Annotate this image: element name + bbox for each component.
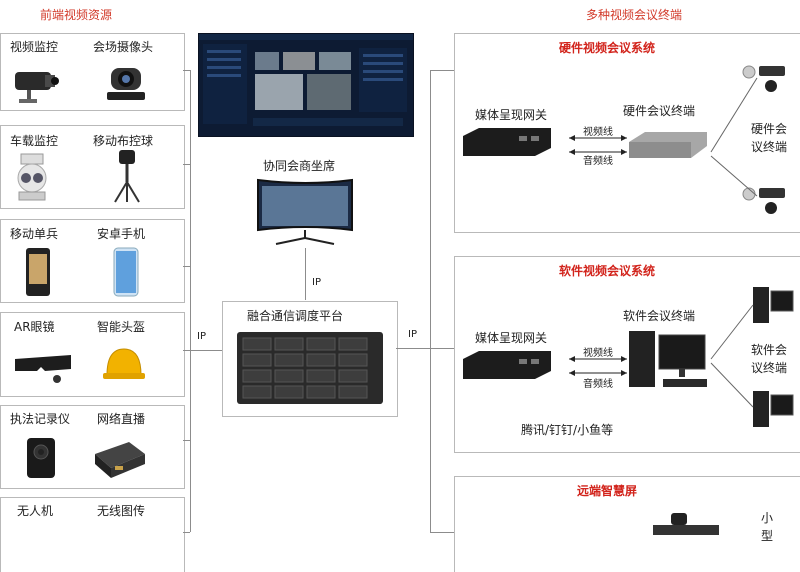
left-bus-line <box>190 70 191 532</box>
device-label-body-camera: 执法记录仪 <box>10 412 71 426</box>
connector <box>183 532 190 533</box>
right-bus-line <box>430 70 431 532</box>
smart-side-label-2: 型 <box>761 529 774 543</box>
connector <box>430 70 454 71</box>
hardware-endpoint-top-icon <box>741 62 800 94</box>
hardware-title: 硬件视频会议系统 <box>559 41 656 55</box>
device-label-mobile-soldier: 移动单兵 <box>10 227 59 241</box>
handheld-terminal-icon <box>23 246 53 298</box>
device-card-3: 移动单兵 安卓手机 <box>0 219 185 303</box>
software-gateway-label: 媒体呈现网关 <box>475 331 548 345</box>
device-label-wireless-transmission: 无线图传 <box>97 504 146 518</box>
software-fanout-lines <box>710 304 754 408</box>
device-card-6: 无人机 无线图传 <box>0 497 185 572</box>
smart-screen-device-icon <box>651 511 721 539</box>
media-gateway-icon <box>459 126 555 160</box>
connector <box>183 70 190 71</box>
device-label-drone: 无人机 <box>17 504 54 518</box>
software-endpoint-top-icon <box>751 283 795 327</box>
connector <box>430 348 454 349</box>
software-gateway-icon <box>459 349 555 383</box>
left-to-platform-line <box>190 350 222 351</box>
device-label-mobile-ball: 移动布控球 <box>93 134 154 148</box>
live-stream-encoder-icon <box>89 436 149 480</box>
hardware-endpoint-label-1: 硬件会 <box>751 122 788 136</box>
smart-side-label-1: 小 <box>761 511 774 525</box>
hardware-terminal-icon <box>627 128 709 162</box>
software-link-arrows <box>565 353 631 381</box>
software-endpoint-bottom-icon <box>751 387 795 431</box>
hardware-fanout-lines <box>710 77 758 197</box>
software-system-box: 软件视频会议系统 媒体呈现网关 软件会议终端 视频线 音频线 软件会 议终端 腾… <box>454 256 800 453</box>
hardware-video-line-label: 视频线 <box>583 127 613 138</box>
monitor-to-platform-line <box>305 248 306 300</box>
smart-screen-box: 远端智慧屏 小 型 <box>454 476 800 572</box>
ip-label-right: IP <box>408 329 417 340</box>
platform-label: 融合通信调度平台 <box>247 309 344 323</box>
ar-glasses-icon <box>11 345 75 385</box>
device-card-1: 视频监控 会场摄像头 <box>0 33 185 111</box>
software-video-line-label: 视频线 <box>583 348 613 359</box>
device-label-video-surveillance: 视频监控 <box>10 40 59 54</box>
seat-label: 协同会商坐席 <box>263 159 336 173</box>
device-label-vehicle-monitor: 车载监控 <box>10 134 59 148</box>
software-endpoint-label-2: 议终端 <box>751 361 788 375</box>
device-card-4: AR眼镜 智能头盔 <box>0 312 185 397</box>
software-apps-label: 腾讯/钉钉/小鱼等 <box>521 423 614 437</box>
tripod-camera-icon <box>107 148 147 204</box>
device-label-smart-helmet: 智能头盔 <box>97 320 146 334</box>
connector <box>183 350 190 351</box>
hardware-audio-line-label: 音频线 <box>583 156 613 167</box>
vehicle-camera-icon <box>7 150 59 204</box>
device-label-ar-glasses: AR眼镜 <box>14 320 55 334</box>
bullet-camera-icon <box>9 58 61 106</box>
front-resources-title: 前端视频资源 <box>40 8 113 22</box>
platform-box: 融合通信调度平台 <box>222 301 398 417</box>
hardware-link-arrows <box>565 132 631 160</box>
hardware-gateway-label: 媒体呈现网关 <box>475 108 548 122</box>
android-phone-icon <box>111 246 141 298</box>
platform-to-right-line <box>396 348 430 349</box>
dashboard-screen <box>198 33 414 137</box>
device-label-android-phone: 安卓手机 <box>97 227 146 241</box>
software-audio-line-label: 音频线 <box>583 379 613 390</box>
connector <box>430 532 454 533</box>
hardware-endpoint-label-2: 议终端 <box>751 140 788 154</box>
hardware-endpoint-bottom-icon <box>741 182 800 216</box>
software-terminal-label: 软件会议终端 <box>623 309 696 323</box>
multi-terminal-title: 多种视频会议终端 <box>586 8 683 22</box>
device-label-conference-camera: 会场摄像头 <box>93 40 154 54</box>
software-title: 软件视频会议系统 <box>559 264 656 278</box>
connector <box>183 164 190 165</box>
software-terminal-pc-icon <box>627 327 713 393</box>
device-card-5: 执法记录仪 网络直播 <box>0 405 185 489</box>
smart-helmet-icon <box>101 343 147 385</box>
server-rack-icon <box>235 330 385 408</box>
hardware-system-box: 硬件视频会议系统 媒体呈现网关 硬件会议终端 视频线 音频线 硬件会 议终端 <box>454 33 800 233</box>
ip-label-left: IP <box>197 331 206 342</box>
device-card-2: 车载监控 移动布控球 <box>0 125 185 209</box>
body-camera-icon <box>23 434 59 482</box>
connector <box>183 440 190 441</box>
ip-label-top: IP <box>312 277 321 288</box>
device-label-live-stream: 网络直播 <box>97 412 146 426</box>
connector <box>183 266 190 267</box>
conference-camera-icon <box>101 58 153 106</box>
smart-screen-title: 远端智慧屏 <box>577 484 638 498</box>
monitor-icon <box>256 178 356 246</box>
hardware-terminal-label: 硬件会议终端 <box>623 104 696 118</box>
software-endpoint-label-1: 软件会 <box>751 343 788 357</box>
